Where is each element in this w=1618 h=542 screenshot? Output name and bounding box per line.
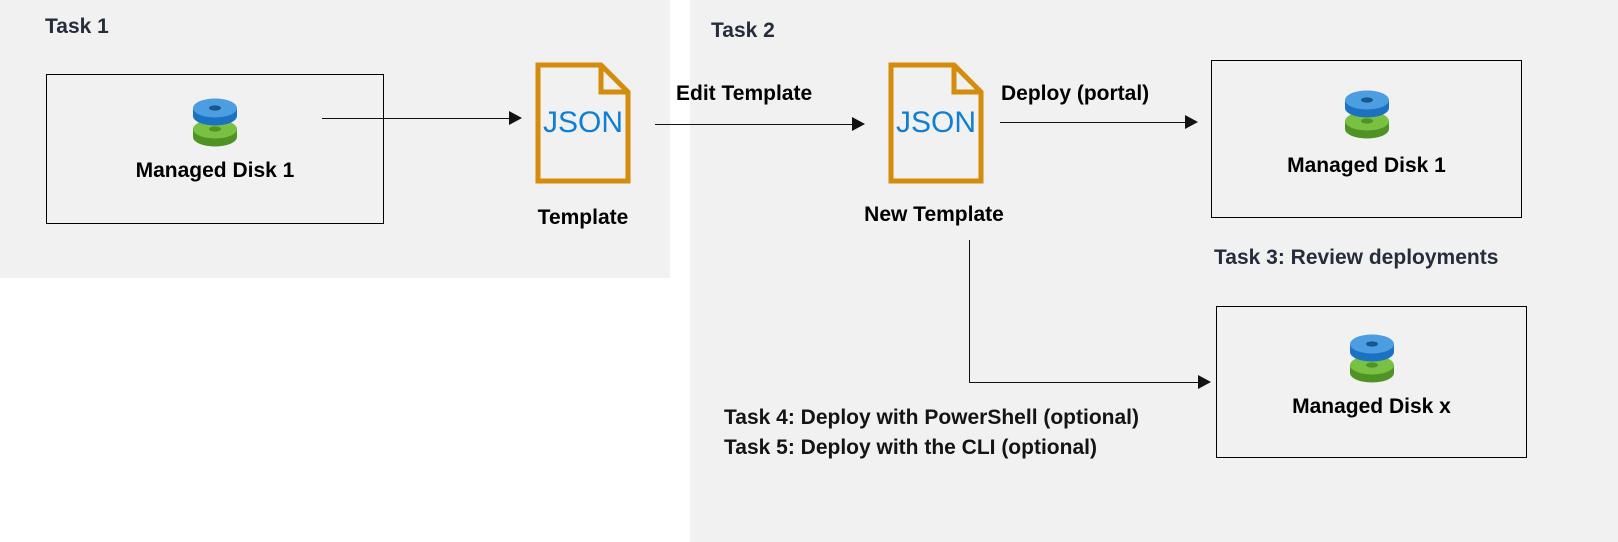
task2-panel-background [690,0,1618,542]
task1-panel-background [0,0,670,278]
managed-disk-1-label: Managed Disk 1 [135,159,295,182]
managed-disk-1-box: Managed Disk 1 [46,74,384,224]
task45-arrow-vertical-line [969,240,970,383]
template-caption: Template [537,206,629,229]
task1-to-template-arrowhead [509,111,522,125]
managed-disk-x-label: Managed Disk x [1292,395,1451,418]
json-template-icon: JSON [535,62,631,184]
task3-heading: Task 3: Review deployments [1214,246,1499,269]
managed-disk-icon [186,91,244,153]
task2-heading: Task 2 [711,19,775,42]
deployed-managed-disk-1-box: Managed Disk 1 [1211,60,1522,218]
edit-template-label: Edit Template [676,82,813,105]
managed-disk-icon [1338,83,1396,145]
svg-text:JSON: JSON [896,106,976,139]
svg-text:JSON: JSON [543,106,623,139]
managed-disk-icon [1343,327,1401,389]
task1-to-template-arrow-line [322,118,512,119]
deploy-portal-arrowhead [1185,115,1198,129]
managed-disk-x-box: Managed Disk x [1216,306,1527,458]
deployed-managed-disk-1-label: Managed Disk 1 [1287,154,1446,177]
task4-label: Task 4: Deploy with PowerShell (optional… [724,406,1139,429]
task1-heading: Task 1 [45,15,109,38]
deploy-portal-arrow-line [1000,122,1188,123]
deploy-portal-label: Deploy (portal) [1001,82,1150,105]
new-json-template-icon: JSON [888,62,984,184]
edit-template-arrow-line [655,124,855,125]
task45-label-block: Task 4: Deploy with PowerShell (optional… [724,403,1139,464]
edit-template-arrowhead [852,117,865,131]
new-template-caption: New Template [864,203,1004,226]
task45-arrow-horizontal-line [969,382,1201,383]
task5-label: Task 5: Deploy with the CLI (optional) [724,436,1097,460]
task45-arrowhead [1198,375,1211,389]
